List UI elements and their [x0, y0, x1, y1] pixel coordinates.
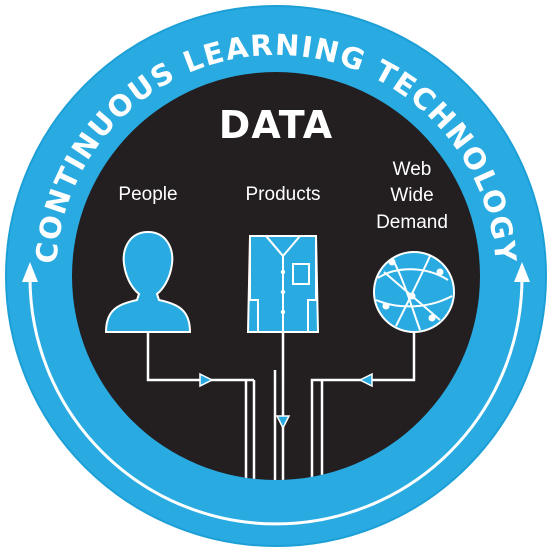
globe-icon	[373, 251, 455, 333]
connector-lines	[146, 332, 416, 480]
source-label-demand: Demand	[376, 212, 448, 233]
shirt-icon	[246, 235, 320, 333]
people-connector	[146, 332, 256, 480]
source-label-web: Web	[393, 159, 432, 180]
loop-arrow-head-icon	[22, 262, 38, 282]
products-arrow-icon	[275, 415, 291, 430]
web-arrow-icon	[358, 372, 373, 388]
source-label-wide: Wide	[390, 185, 433, 206]
source-label-products: Products	[246, 184, 321, 205]
source-label-people: People	[118, 184, 177, 205]
loop-arrow-head-right-icon	[514, 262, 530, 282]
page-title: DATA	[219, 103, 333, 147]
loop-arrow-line	[28, 277, 524, 526]
people-arrow-icon	[199, 372, 214, 388]
